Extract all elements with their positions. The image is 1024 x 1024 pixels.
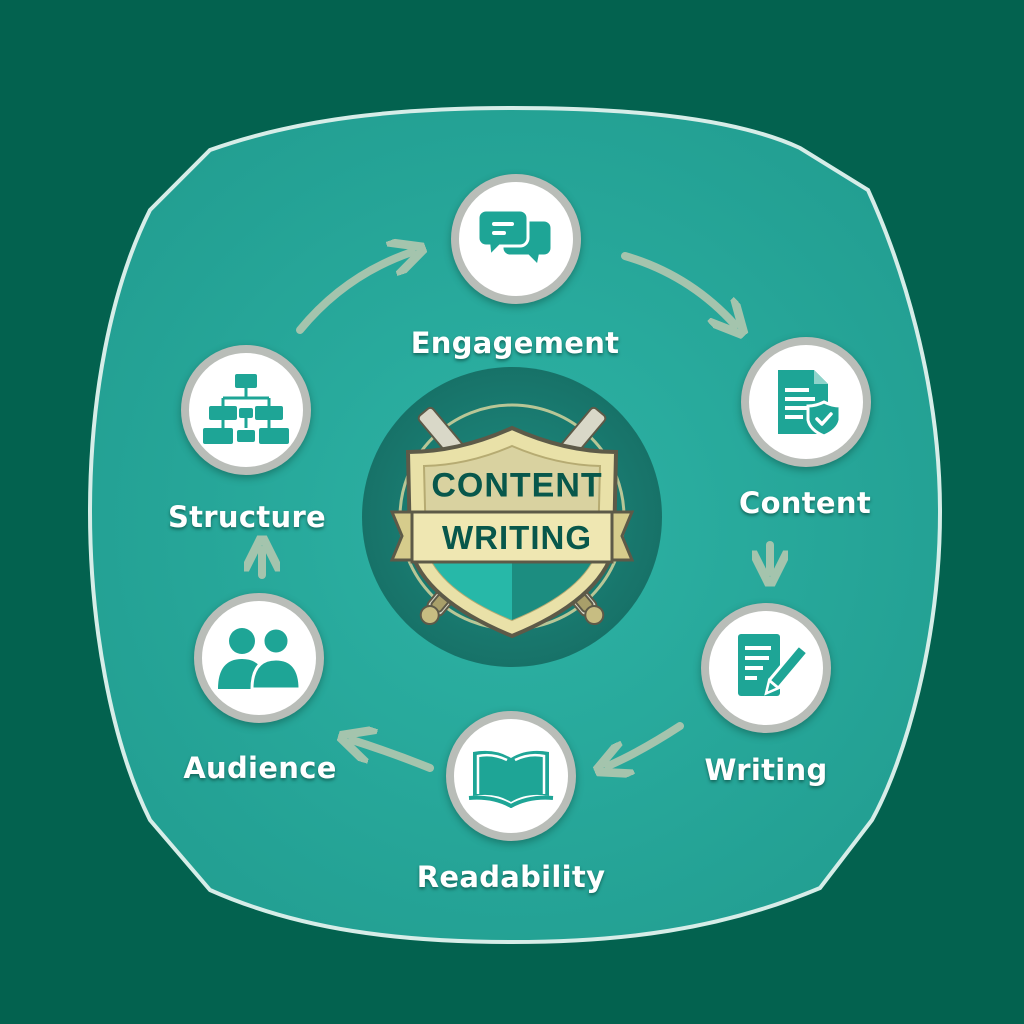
label-audience: Audience <box>183 751 337 785</box>
label-engagement: Engagement <box>410 326 620 360</box>
arrow-readability-to-audience <box>352 740 434 772</box>
badge-title-line1: CONTENT <box>431 466 603 505</box>
arrow-engagement-to-content <box>621 252 735 325</box>
node-readability <box>446 711 576 841</box>
document-pen-icon <box>738 634 806 696</box>
open-book-icon <box>468 750 554 808</box>
label-structure: Structure <box>167 500 327 534</box>
flow-arrows <box>262 252 770 768</box>
label-writing: Writing <box>704 753 828 787</box>
node-audience <box>194 593 324 723</box>
label-readability: Readability <box>416 860 606 894</box>
arrow-structure-to-engagement <box>296 252 412 334</box>
org-chart-icon <box>203 374 289 444</box>
node-content <box>741 337 871 467</box>
arrow-writing-to-readability <box>608 722 684 766</box>
people-icon <box>218 626 302 691</box>
ribbon-banner <box>389 510 635 564</box>
node-writing <box>701 603 831 733</box>
chat-bubbles-icon <box>476 208 554 270</box>
label-content: Content <box>739 486 871 520</box>
center-emblem <box>362 367 662 667</box>
document-shield-check-icon <box>778 370 842 438</box>
node-structure <box>181 345 311 475</box>
badge-title-line2: WRITING <box>442 519 592 556</box>
node-engagement <box>451 174 581 304</box>
